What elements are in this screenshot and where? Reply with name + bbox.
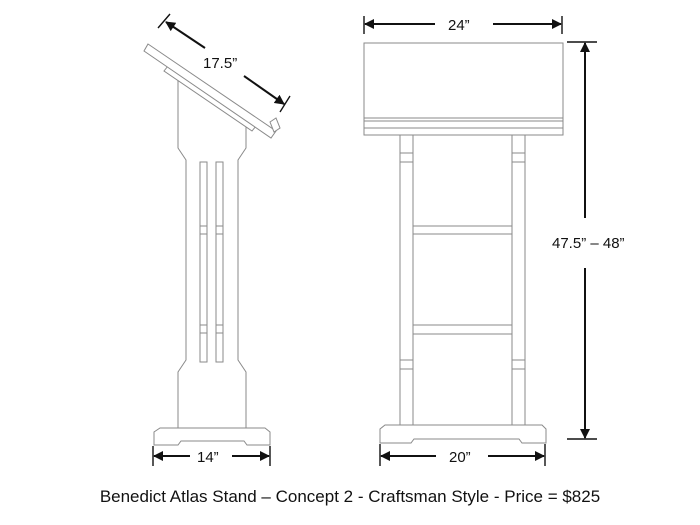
front-view: 24” 20” 47.5” – 48” xyxy=(363,16,625,466)
dimension-height: 47.5” – 48” xyxy=(552,41,625,440)
side-column xyxy=(177,77,247,429)
front-top-panel xyxy=(363,42,564,136)
side-view: 17.5” 14” xyxy=(143,13,291,466)
front-base xyxy=(379,424,547,444)
dimension-top-depth: 17.5” xyxy=(157,13,291,113)
dimension-base-width: 20” xyxy=(379,444,546,466)
front-crossbars xyxy=(412,225,513,335)
dimension-base-depth: 14” xyxy=(152,446,271,466)
top-width-label: 24” xyxy=(448,17,470,34)
front-legs xyxy=(399,134,526,429)
base-depth-label: 14” xyxy=(197,449,219,466)
side-base xyxy=(153,427,271,446)
caption: Benedict Atlas Stand – Concept 2 - Craft… xyxy=(99,487,601,506)
top-depth-label: 17.5” xyxy=(203,55,237,72)
dimension-top-width: 24” xyxy=(363,16,563,34)
side-grooves xyxy=(199,161,224,363)
base-width-label: 20” xyxy=(449,449,471,466)
side-slanted-top xyxy=(143,43,281,139)
height-label: 47.5” – 48” xyxy=(552,235,625,252)
